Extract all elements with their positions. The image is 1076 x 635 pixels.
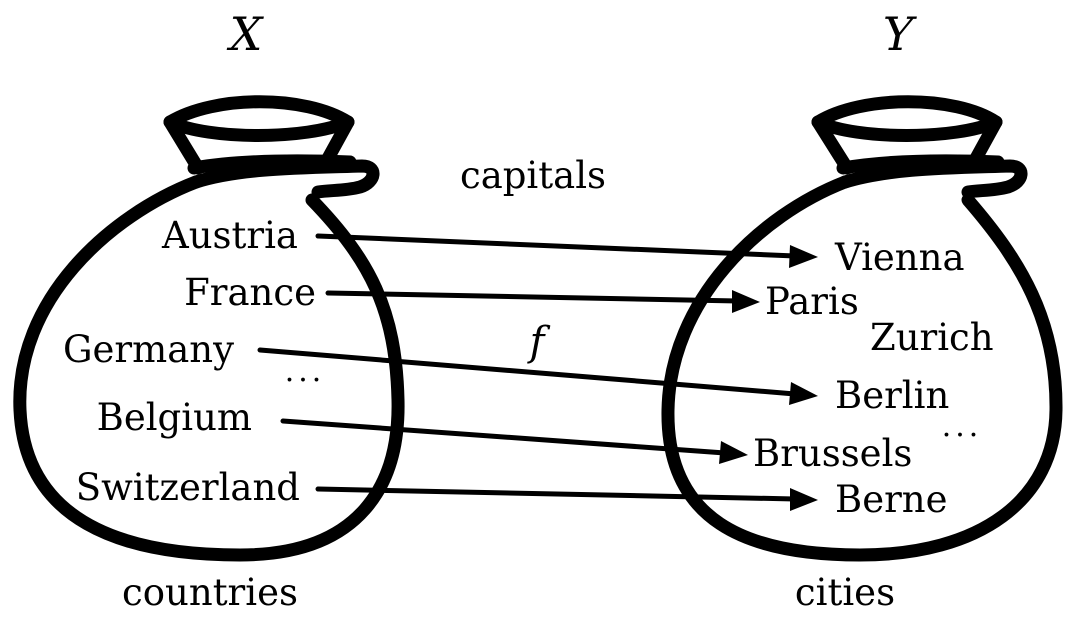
codomain-bag-rim <box>811 115 1003 142</box>
domain-bag <box>13 95 405 562</box>
arrow-belgium-brussels <box>280 418 748 464</box>
arrow-switzerland-berne <box>315 486 818 511</box>
domain-ellipsis: ··· <box>285 363 326 398</box>
domain-element-germany: Germany <box>63 328 234 371</box>
arrow-austria-vienna <box>315 233 818 268</box>
function-name: f <box>527 319 551 365</box>
domain-element-belgium: Belgium <box>97 396 252 439</box>
codomain-element-paris: Paris <box>765 280 859 323</box>
codomain-element-berne: Berne <box>835 478 948 521</box>
codomain-element-zurich: Zurich <box>870 316 994 359</box>
codomain-bag-collar <box>811 95 1003 175</box>
codomain-ellipsis: ··· <box>942 418 983 453</box>
domain-bag-rim <box>163 115 355 142</box>
codomain-caption: cities <box>795 571 895 614</box>
domain-element-austria: Austria <box>161 214 298 257</box>
domain-element-france: France <box>184 271 316 314</box>
arrow-germany-berlin <box>257 347 818 405</box>
codomain-element-vienna: Vienna <box>834 236 965 279</box>
domain-element-switzerland: Switzerland <box>76 466 300 509</box>
domain-bag-neck <box>189 159 380 199</box>
domain-bag-body <box>13 175 405 562</box>
domain-set-name: X <box>227 7 265 61</box>
codomain-element-berlin: Berlin <box>835 374 949 417</box>
domain-bag-collar <box>163 95 355 175</box>
mapping-arrows <box>257 233 818 511</box>
domain-caption: countries <box>122 571 298 614</box>
function-description: capitals <box>460 154 606 197</box>
codomain-set-name: Y <box>883 7 918 61</box>
codomain-bag-neck <box>838 159 1028 199</box>
codomain-element-brussels: Brussels <box>753 432 912 475</box>
arrow-france-paris <box>325 290 760 313</box>
